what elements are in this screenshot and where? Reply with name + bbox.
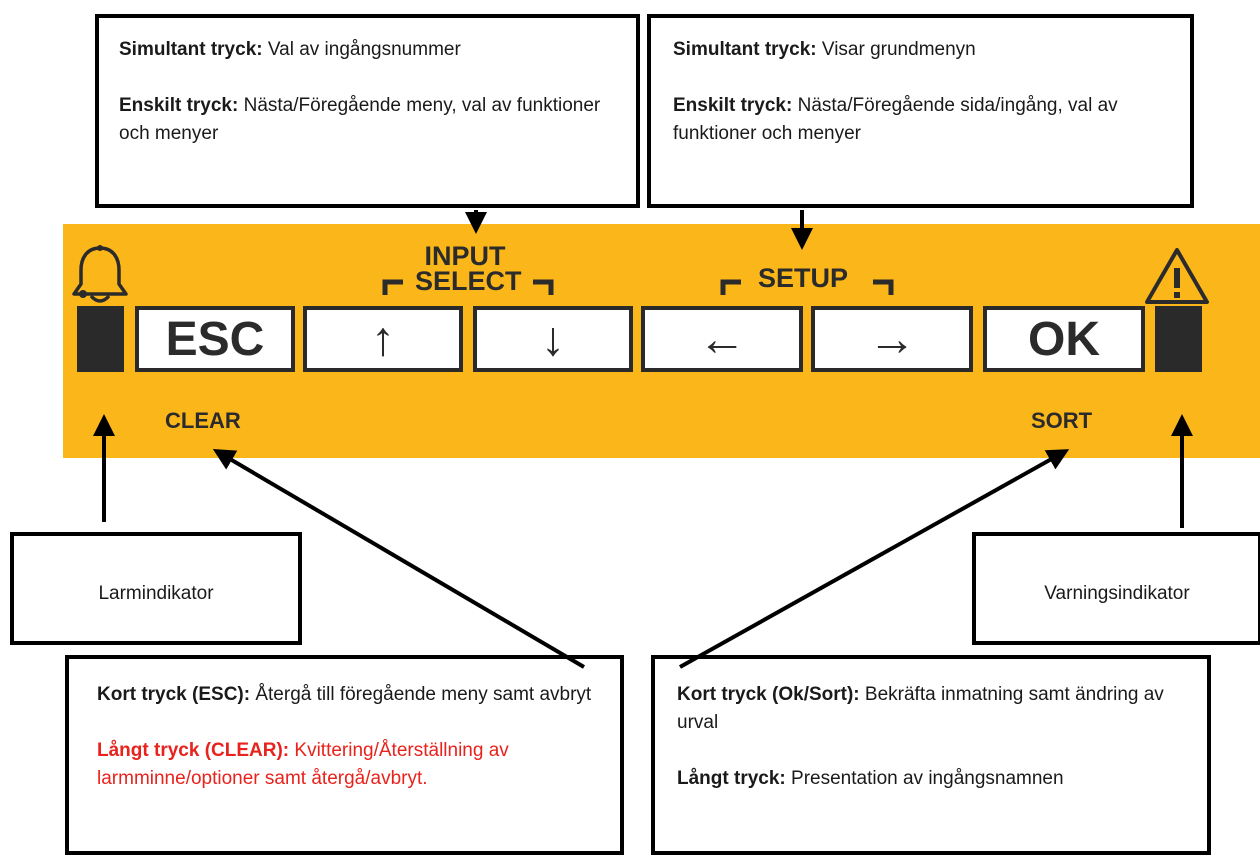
control-panel: INPUT SELECT SETUP ESC ↑ ↓ ← → OK CLEAR … — [63, 224, 1260, 458]
callout-setup: Simultant tryck: Visar grundmenyn Enskil… — [647, 14, 1194, 208]
sort-label: SORT — [1031, 408, 1093, 433]
up-button[interactable]: ↑ — [303, 306, 463, 372]
warning-indicator-callout: Varningsindikator — [972, 532, 1260, 645]
callout-line: Kort tryck (ESC): Återgå till föregående… — [97, 684, 592, 705]
callout-line: Enskilt tryck: Nästa/Föregående sida/ing… — [673, 95, 1118, 144]
esc-button[interactable]: ESC — [135, 306, 295, 372]
callout-line-warning: Långt tryck (CLEAR): Kvittering/Återstäl… — [97, 740, 509, 789]
clear-label: CLEAR — [165, 408, 241, 433]
alarm-indicator — [77, 306, 124, 372]
bell-icon — [72, 245, 128, 303]
warning-indicator — [1155, 306, 1202, 372]
callout-line: Kort tryck (Ok/Sort): Bekräfta inmatning… — [677, 684, 1164, 733]
alarm-indicator-callout: Larmindikator — [10, 532, 302, 645]
callout-line: Simultant tryck: Val av ingångsnummer — [119, 39, 461, 60]
left-button[interactable]: ← — [641, 306, 803, 372]
down-button[interactable]: ↓ — [473, 306, 633, 372]
callout-ok-sort: Kort tryck (Ok/Sort): Bekräfta inmatning… — [651, 655, 1211, 855]
callout-line: Enskilt tryck: Nästa/Föregående meny, va… — [119, 95, 601, 144]
ok-button[interactable]: OK — [983, 306, 1145, 372]
input-select-label: INPUT SELECT — [415, 241, 522, 296]
callout-line: Simultant tryck: Visar grundmenyn — [673, 39, 976, 60]
right-button[interactable]: → — [811, 306, 973, 372]
setup-label: SETUP — [757, 263, 849, 293]
callout-line: Långt tryck: Presentation av ingångsnamn… — [677, 768, 1064, 789]
callout-input-select: Simultant tryck: Val av ingångsnummer En… — [95, 14, 640, 208]
callout-esc-clear: Kort tryck (ESC): Återgå till föregående… — [65, 655, 624, 855]
warning-triangle-icon — [1145, 248, 1209, 304]
